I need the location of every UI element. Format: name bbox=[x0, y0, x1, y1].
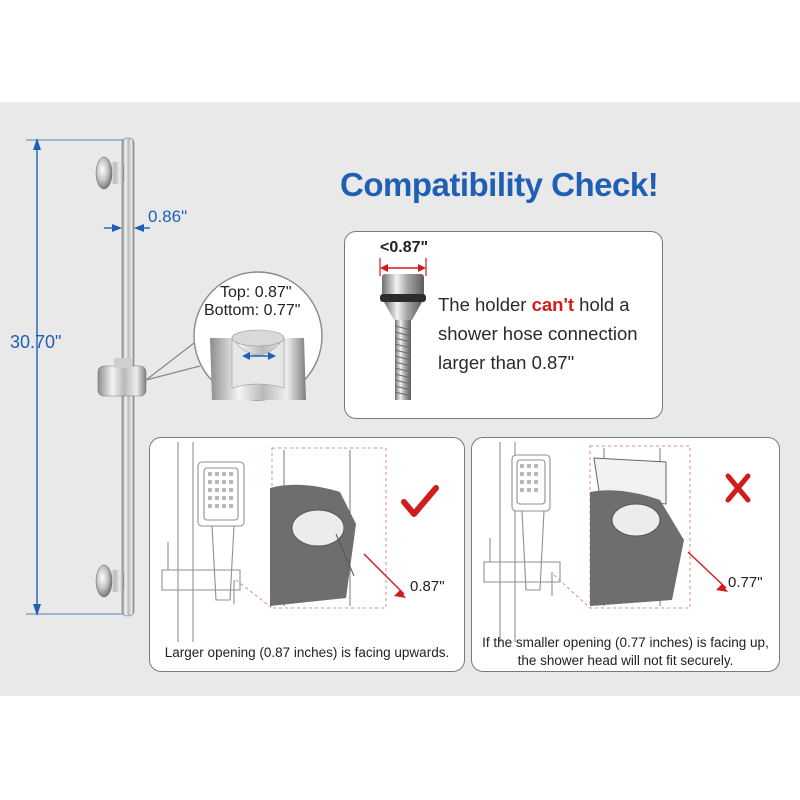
holder-top-label: Top: 0.87" bbox=[220, 284, 292, 301]
correct-caption: Larger opening (0.87 inches) is facing u… bbox=[164, 645, 450, 660]
page-title: Compatibility Check! bbox=[340, 166, 659, 203]
bar-length-label: 30.70" bbox=[10, 332, 62, 352]
hose-line1-post: hold a bbox=[574, 294, 630, 315]
hose-line1-pre: The holder bbox=[438, 294, 532, 315]
hose-line3: larger than 0.87" bbox=[438, 352, 575, 373]
hose-max-label: <0.87" bbox=[380, 239, 429, 256]
hose-warning-text: The holder can't hold a shower hose conn… bbox=[438, 290, 638, 377]
wrong-caption-line2: the shower head will not fit securely. bbox=[517, 653, 734, 668]
correct-opening-label: 0.87" bbox=[410, 578, 445, 595]
wrong-opening-label: 0.77" bbox=[728, 574, 763, 591]
hose-line2: shower hose connection bbox=[438, 323, 638, 344]
hose-line1-emphasis: can't bbox=[531, 294, 575, 315]
bar-diameter-label: 0.86" bbox=[148, 207, 188, 226]
wrong-caption: If the smaller opening (0.77 inches) is … bbox=[474, 634, 777, 670]
wrong-caption-line1: If the smaller opening (0.77 inches) is … bbox=[482, 635, 769, 650]
holder-bottom-label: Bottom: 0.77" bbox=[204, 302, 301, 319]
